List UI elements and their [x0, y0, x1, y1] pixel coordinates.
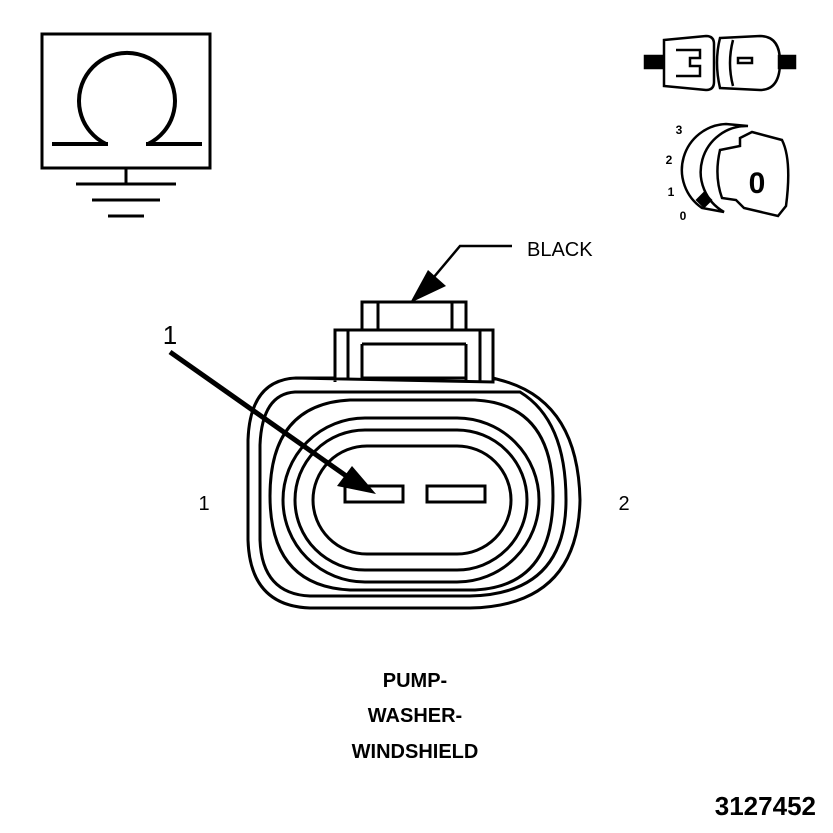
ignition-key-icon: 3 2 1 0 0 [666, 122, 790, 223]
key-position-3: 3 [676, 123, 683, 137]
callout-number: 1 [163, 320, 177, 350]
ground-ohm-icon [40, 32, 212, 218]
component-title-line-1: PUMP- [383, 670, 447, 692]
key-position-0: 0 [680, 209, 687, 223]
color-callout: BLACK [410, 239, 593, 303]
connector-body [246, 300, 582, 610]
key-position-2: 2 [666, 153, 673, 167]
pin-label-2: 2 [618, 493, 629, 515]
key-position-1: 1 [668, 185, 675, 199]
color-label: BLACK [527, 239, 593, 261]
component-title-line-2: WASHER- [368, 705, 462, 727]
connector-plug-icon [643, 34, 797, 92]
key-letter: 0 [749, 167, 766, 200]
callout-arrow-1: 1 [163, 320, 376, 494]
figure-number: 3127452 [715, 791, 816, 821]
pin-label-1: 1 [198, 493, 209, 515]
component-title-line-3: WINDSHIELD [352, 741, 479, 763]
